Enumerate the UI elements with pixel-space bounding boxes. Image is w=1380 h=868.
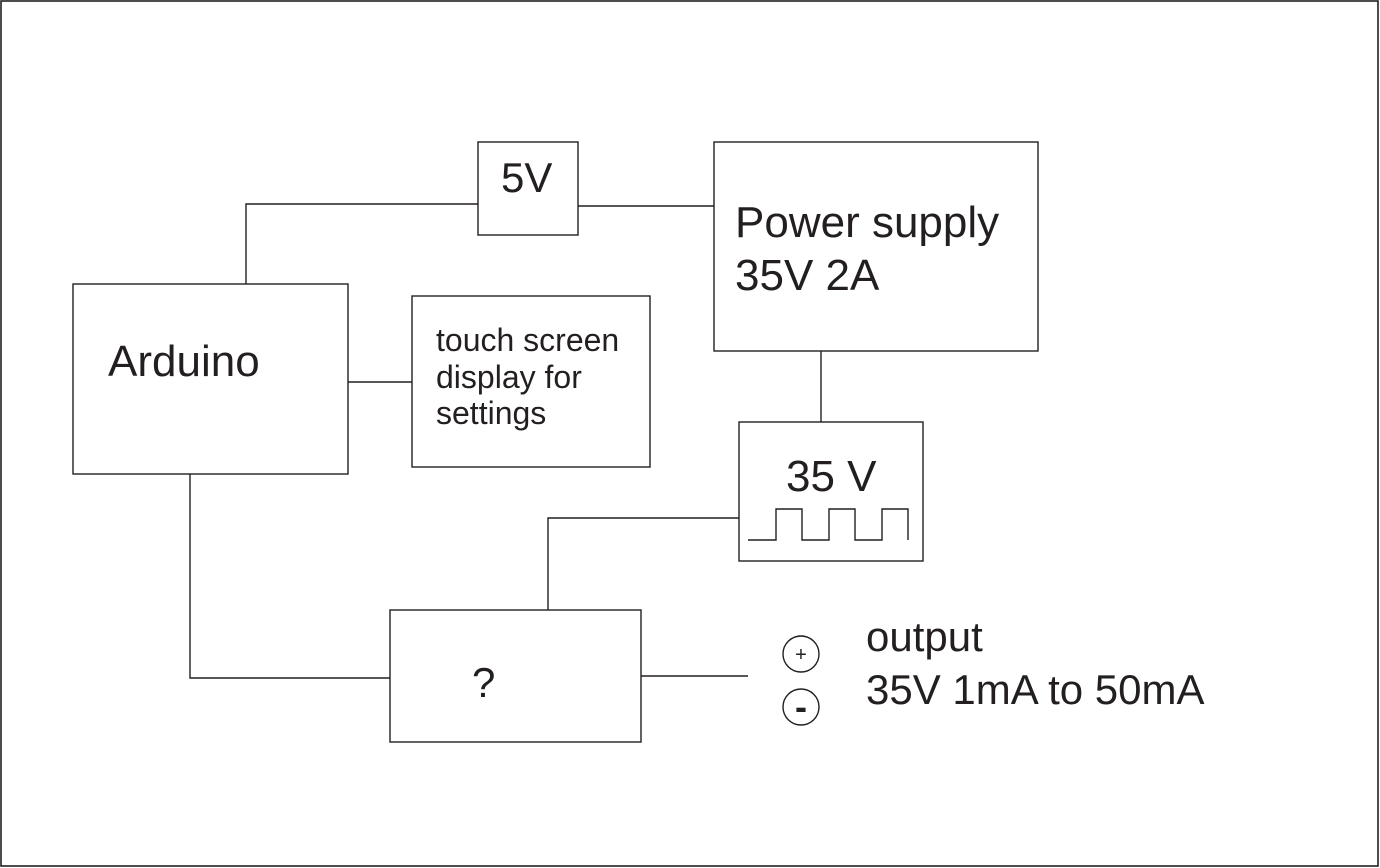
unknown-box xyxy=(389,609,642,743)
minus-terminal-icon xyxy=(782,688,820,726)
arduino-block: Arduino xyxy=(72,283,349,475)
touch-screen-box xyxy=(411,295,651,468)
minus-terminal-label: - xyxy=(795,686,807,727)
plus-terminal-label: + xyxy=(795,644,807,666)
touch-screen-block: touch screen display for settings xyxy=(411,295,651,468)
power-supply-label-line2: 35V 2A xyxy=(735,251,880,300)
power-supply-label-line1: Power supply xyxy=(735,198,999,247)
wire-arduino-to-5v xyxy=(245,203,478,284)
plus-terminal-icon xyxy=(782,635,820,673)
regulator-5v-label: 5V xyxy=(501,154,552,201)
touch-screen-label-line1: touch screen xyxy=(436,322,619,358)
touch-screen-label-line2: display for xyxy=(436,359,582,395)
wire-arduino-to-unknown xyxy=(189,474,390,679)
pwm-35v-label: 35 V xyxy=(786,452,877,501)
square-wave-icon xyxy=(748,508,909,541)
unknown-block: ? xyxy=(389,609,642,743)
regulator-5v-block: 5V xyxy=(477,141,579,236)
output-description: output 35V 1mA to 50mA xyxy=(866,613,1205,713)
regulator-5v-box xyxy=(477,141,579,236)
touch-screen-label-line3: settings xyxy=(436,395,546,431)
arduino-box xyxy=(72,283,349,475)
pwm-35v-box xyxy=(738,421,924,562)
unknown-label: ? xyxy=(472,659,495,706)
wires xyxy=(189,203,822,679)
output-label-line1: output xyxy=(866,613,983,660)
wire-35v-to-unknown xyxy=(547,517,739,610)
output-label-line2: 35V 1mA to 50mA xyxy=(866,666,1205,713)
arduino-label: Arduino xyxy=(108,337,260,386)
output-terminals: + - xyxy=(782,635,820,727)
power-supply-block: Power supply 35V 2A xyxy=(713,141,1039,352)
power-supply-box xyxy=(713,141,1039,352)
pwm-35v-block: 35 V xyxy=(738,421,924,562)
